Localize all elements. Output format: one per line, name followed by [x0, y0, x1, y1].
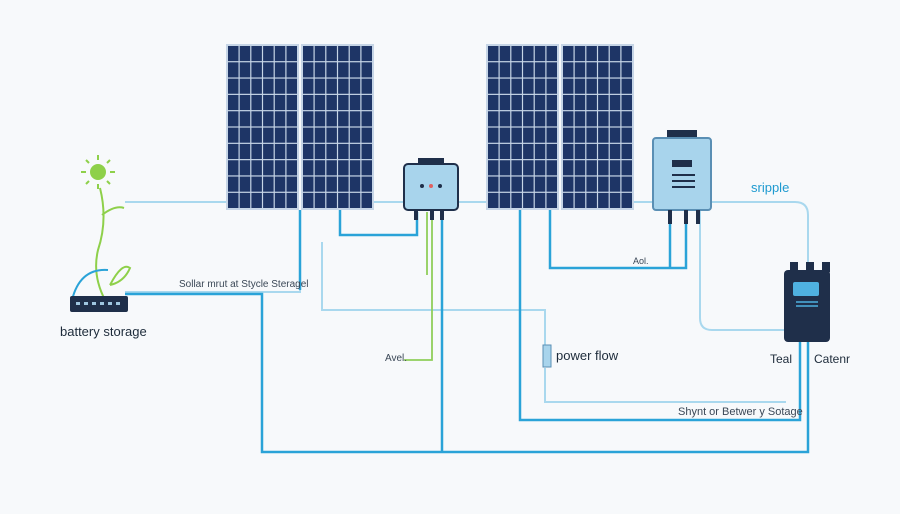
wires-light: [125, 201, 809, 403]
battery-storage-label: battery storage: [60, 324, 147, 339]
battery-storage-icon: [70, 296, 128, 312]
solar-storage-label: Sollar mrut at Stycle Steragel: [179, 279, 309, 290]
battery-unit-icon: [784, 262, 830, 342]
solar-panel-2a: [486, 44, 559, 210]
shynt-label: Shynt or Betwer y Sotage: [678, 406, 803, 418]
sripple-label: sripple: [751, 180, 790, 195]
aol-label: Aol.: [633, 256, 649, 266]
solar-panel-1a: [226, 44, 299, 210]
wires-green: [404, 212, 433, 361]
solar-panels: [226, 44, 634, 210]
wires-blue: [125, 210, 810, 454]
sun-icon: [71, 155, 132, 301]
catenr-label: Catenr: [814, 352, 851, 366]
inverter-icon: [652, 130, 712, 224]
avel-label: Avel.: [385, 353, 408, 364]
power-flow-label: power flow: [556, 348, 619, 363]
charge-controller-icon: [403, 158, 459, 220]
teal-label: Teal: [770, 352, 793, 366]
solar-panel-2b: [561, 44, 634, 210]
solar-panel-1b: [301, 44, 374, 210]
power-flow-marker: [542, 344, 552, 368]
